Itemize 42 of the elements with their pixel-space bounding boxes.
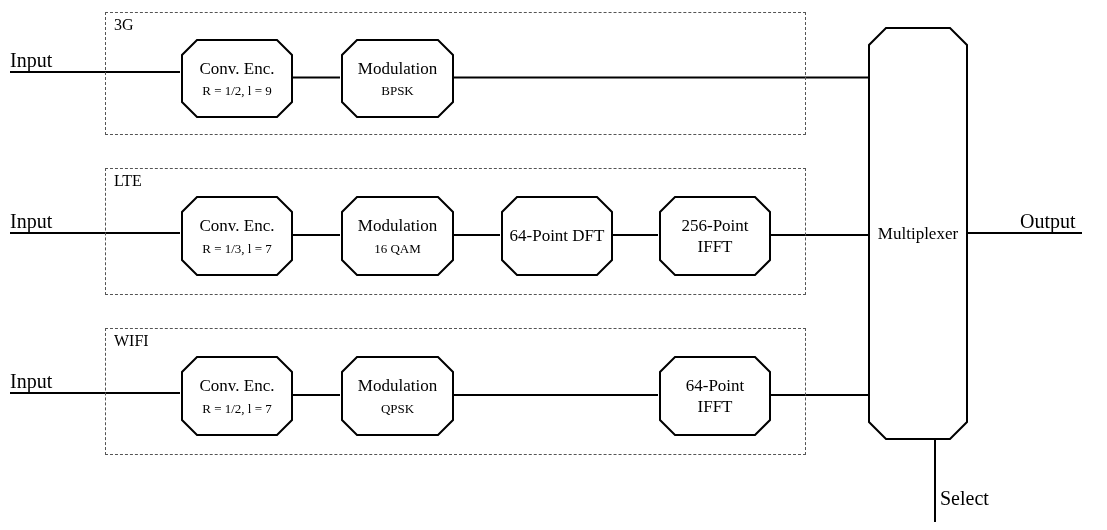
signal-label: Input bbox=[10, 369, 70, 393]
block-title: Conv. Enc. bbox=[198, 215, 276, 237]
process-block bbox=[341, 356, 454, 436]
block-title: Modulation bbox=[356, 215, 439, 237]
signal-label: Output bbox=[1020, 209, 1082, 233]
group-frame bbox=[105, 328, 806, 455]
group-frame bbox=[105, 12, 806, 135]
block-title: Conv. Enc. bbox=[198, 57, 276, 79]
process-block bbox=[659, 196, 771, 276]
process-block bbox=[341, 39, 454, 118]
block-parameter: R = 1/2, l = 7 bbox=[201, 400, 273, 417]
group-title: LTE bbox=[114, 171, 142, 191]
signal-line bbox=[9, 232, 181, 234]
signal-label: Select bbox=[935, 486, 1005, 522]
group-title: WIFI bbox=[114, 331, 149, 351]
process-block bbox=[181, 356, 293, 436]
signal-line bbox=[934, 439, 936, 523]
block-title: 64-Point DFT bbox=[508, 225, 606, 247]
block-title: Modulation bbox=[356, 375, 439, 397]
block-parameter: 16 QAM bbox=[373, 240, 422, 257]
block-parameter: R = 1/2, l = 9 bbox=[201, 83, 273, 100]
block-title: Conv. Enc. bbox=[198, 375, 276, 397]
block-title: Modulation bbox=[356, 57, 439, 79]
group-title: 3G bbox=[114, 15, 134, 35]
block-parameter: BPSK bbox=[380, 83, 415, 100]
process-block bbox=[868, 27, 968, 440]
block-parameter: QPSK bbox=[379, 400, 416, 417]
group-frame bbox=[105, 168, 806, 295]
process-block bbox=[181, 39, 293, 118]
signal-label: Input bbox=[10, 48, 70, 72]
signal-line bbox=[9, 71, 181, 73]
block-title: Multiplexer bbox=[876, 222, 960, 245]
process-block bbox=[181, 196, 293, 276]
signal-label: Input bbox=[10, 209, 70, 233]
process-block bbox=[659, 356, 771, 436]
process-block bbox=[341, 196, 454, 276]
block-title: 256-Point IFFT bbox=[680, 214, 750, 258]
block-parameter: R = 1/3, l = 7 bbox=[201, 240, 273, 257]
signal-line bbox=[9, 392, 181, 394]
signal-line bbox=[967, 232, 1083, 234]
process-block bbox=[501, 196, 613, 276]
block-title: 64-Point IFFT bbox=[684, 374, 746, 418]
